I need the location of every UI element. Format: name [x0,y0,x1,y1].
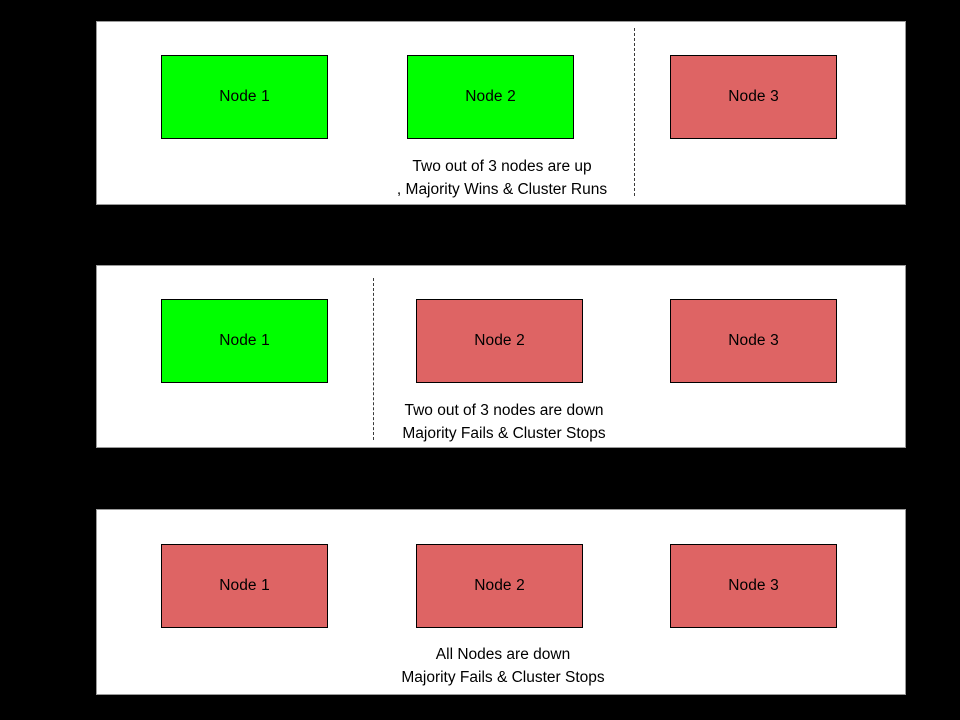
partition-divider-line [373,278,374,440]
node-label: Node 1 [219,88,270,105]
node-label: Node 2 [474,332,525,349]
node-box-1[interactable]: Node 1 [161,299,328,383]
node-box-3[interactable]: Node 3 [670,544,837,628]
caption-line-2: , Majority Wins & Cluster Runs [396,181,608,198]
node-label: Node 2 [465,88,516,105]
node-box-2[interactable]: Node 2 [416,544,583,628]
node-label: Node 1 [219,577,270,594]
caption-line-1: Two out of 3 nodes are down [404,402,604,419]
scenario-caption: All Nodes are down Majority Fails & Clus… [401,643,604,689]
node-box-3[interactable]: Node 3 [670,55,837,139]
scenario-caption: Two out of 3 nodes are up , Majority Win… [397,155,607,201]
node-box-1[interactable]: Node 1 [161,544,328,628]
node-label: Node 2 [474,577,525,594]
caption-line-2: Majority Fails & Cluster Stops [401,669,605,686]
node-label: Node 3 [728,577,779,594]
scenario-panel-majority-down: Node 1 Node 2 Node 3 Two out of 3 nodes … [96,265,906,448]
scenario-caption: Two out of 3 nodes are down Majority Fai… [402,399,605,445]
node-label: Node 1 [219,332,270,349]
caption-line-2: Majority Fails & Cluster Stops [402,425,606,442]
node-box-3[interactable]: Node 3 [670,299,837,383]
node-label: Node 3 [728,332,779,349]
scenario-panel-all-down: Node 1 Node 2 Node 3 All Nodes are down … [96,509,906,695]
node-box-2[interactable]: Node 2 [407,55,574,139]
partition-divider-line [634,28,635,196]
caption-line-1: All Nodes are down [435,646,571,663]
node-box-1[interactable]: Node 1 [161,55,328,139]
node-label: Node 3 [728,88,779,105]
scenario-panel-majority-up: Node 1 Node 2 Node 3 Two out of 3 nodes … [96,21,906,205]
node-box-2[interactable]: Node 2 [416,299,583,383]
caption-line-1: Two out of 3 nodes are up [412,158,592,175]
